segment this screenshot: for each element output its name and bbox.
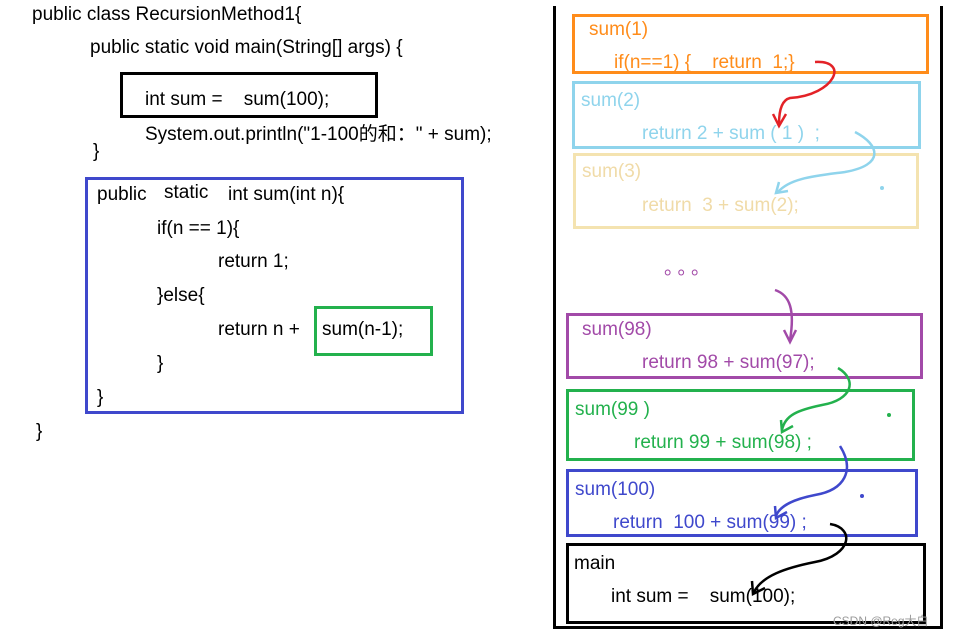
main-sum-assignment: int sum = sum(100); [145, 89, 330, 110]
stack-frame-main-title: main [574, 553, 616, 574]
stack-frame-sum3-title: sum(3) [582, 161, 642, 182]
stack-frame-sum3-body: return 3 + sum(2); [642, 195, 799, 216]
main-close-brace: } [93, 141, 100, 162]
recursive-call-box [314, 306, 433, 356]
else-branch: }else{ [157, 285, 205, 306]
class-close-brace: } [36, 421, 43, 442]
stack-frame-sum98-body: return 98 + sum(97); [642, 352, 815, 373]
arrow-purple [774, 288, 794, 341]
return-one: return 1; [218, 251, 289, 272]
method-modifier-public: public [97, 184, 147, 205]
sum-method-box [85, 177, 464, 414]
stray-dot [887, 413, 891, 417]
stack-frame-sum1-body: if(n==1) { return 1;} [614, 52, 795, 73]
stack-frame-sum98 [566, 313, 923, 379]
stack-frame-sum98-title: sum(98) [582, 319, 652, 340]
if-condition: if(n == 1){ [157, 218, 240, 239]
call-stack-frame [553, 6, 943, 629]
main-call-highlight-box [120, 72, 378, 118]
watermark: CSDN @Reg大白 [833, 614, 929, 628]
stack-frame-sum1 [572, 14, 929, 74]
arrow-light-blue [777, 130, 876, 193]
arrow-blue [774, 445, 849, 517]
stack-frame-sum2-body: return 2 + sum ( 1 ) ; [642, 123, 820, 144]
arrow-green [780, 366, 851, 431]
stack-ellipsis: 。。。 [664, 258, 715, 279]
stack-frame-sum100-title: sum(100) [575, 479, 656, 500]
return-n-plus: return n + [218, 319, 300, 340]
stack-frame-sum99-title: sum(99 ) [575, 399, 650, 420]
stray-dot [880, 186, 884, 190]
method-signature: int sum(int n){ [228, 184, 345, 205]
stack-frame-sum3 [573, 153, 919, 229]
method-modifier-static: static [164, 182, 209, 203]
stray-dot [860, 494, 864, 498]
method-close-brace: } [97, 387, 104, 408]
if-else-close-brace: } [157, 353, 164, 374]
arrow-black [752, 522, 848, 593]
stack-frame-sum2-title: sum(2) [581, 90, 641, 111]
class-declaration: public class RecursionMethod1{ [32, 4, 302, 25]
recursive-call: sum(n-1); [322, 319, 404, 340]
stack-frame-sum99-body: return 99 + sum(98) ; [634, 432, 812, 453]
stack-frame-sum2 [572, 81, 921, 149]
stack-frame-sum1-title: sum(1) [589, 19, 649, 40]
main-method-declaration: public static void main(String[] args) { [90, 37, 403, 58]
println-statement: System.out.println("1-100的和：" + sum); [145, 124, 492, 145]
stack-frame-sum99 [566, 389, 915, 461]
arrow-red [777, 60, 836, 125]
stack-frame-main [566, 543, 926, 624]
stack-frame-sum100 [566, 469, 918, 537]
stack-frame-main-body: int sum = sum(100); [611, 586, 796, 607]
